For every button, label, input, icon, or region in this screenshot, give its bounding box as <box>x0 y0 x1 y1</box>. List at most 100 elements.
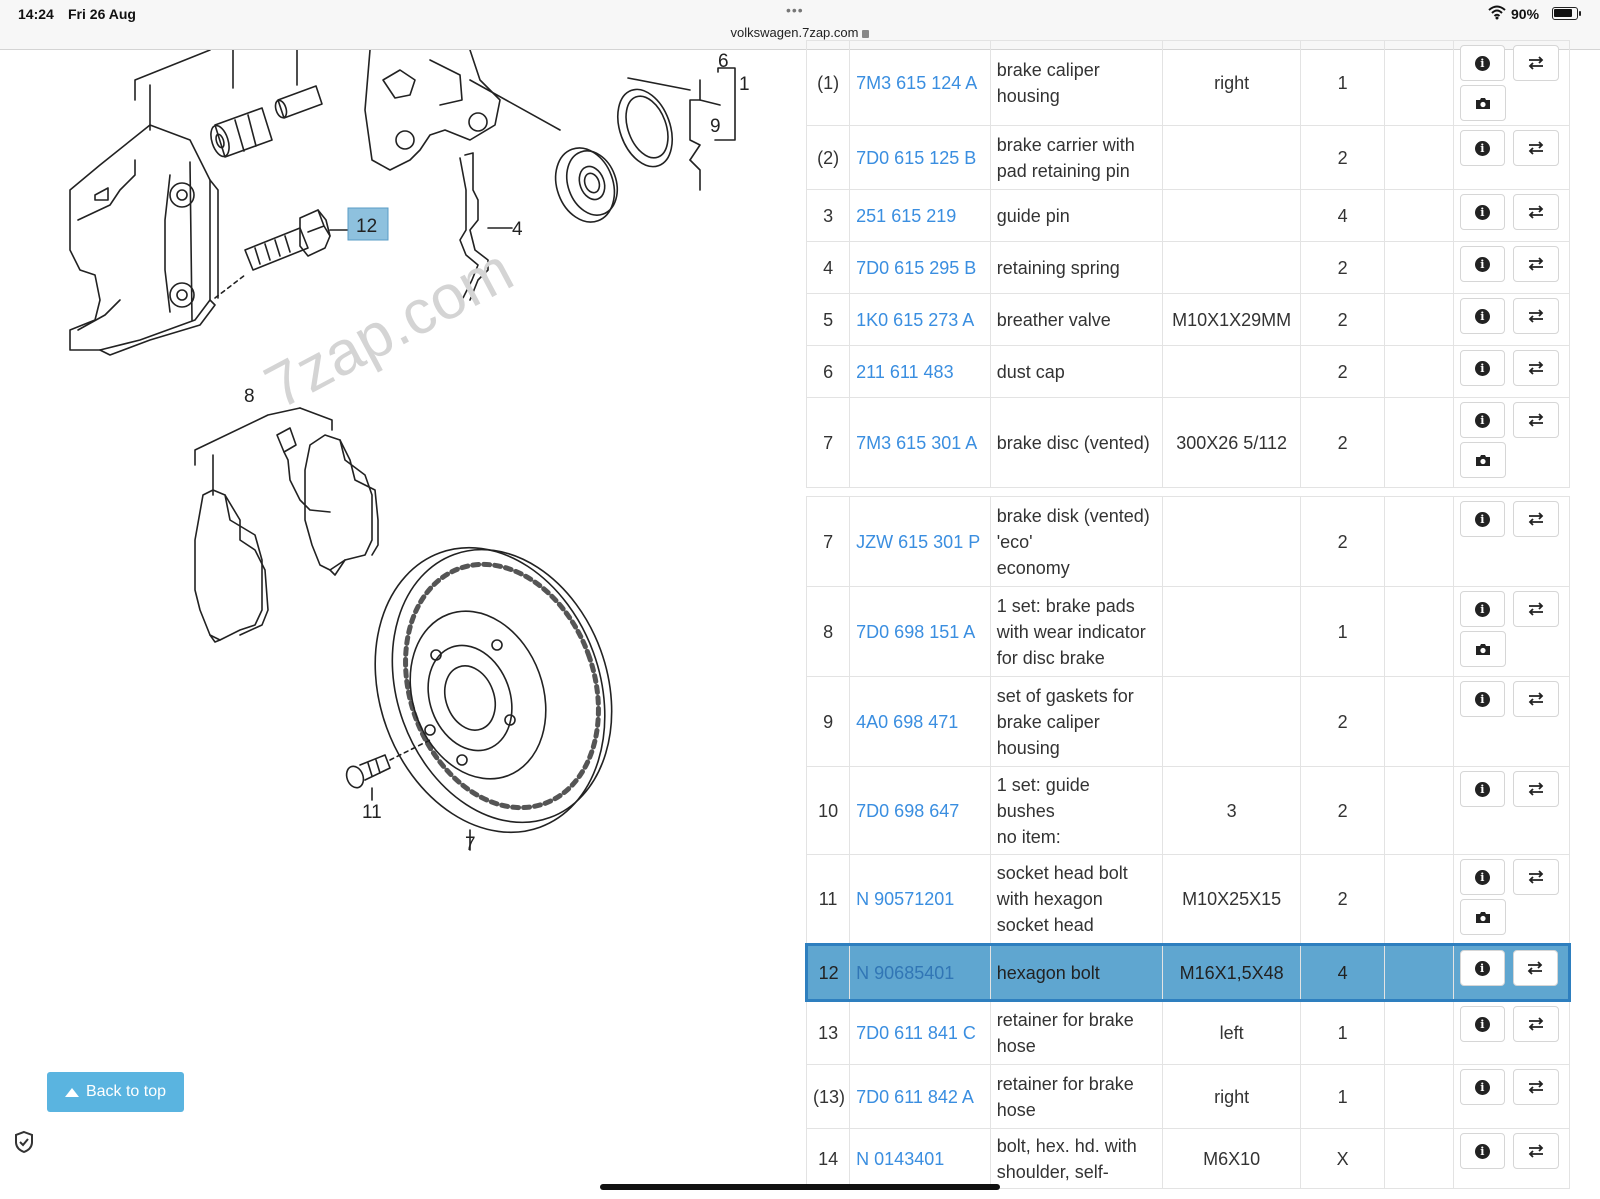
replace-button[interactable] <box>1513 246 1559 282</box>
part-number-link[interactable]: 7M3 615 124 A <box>849 40 991 126</box>
callout-7[interactable]: 7 <box>465 834 476 855</box>
replace-button[interactable] <box>1513 45 1559 81</box>
info-button[interactable]: i <box>1459 1069 1506 1105</box>
home-indicator[interactable] <box>600 1184 1000 1190</box>
hexagon-bolt-part[interactable] <box>214 209 349 299</box>
part-number-link[interactable]: 1K0 615 273 A <box>849 293 991 346</box>
replace-button[interactable] <box>1513 298 1559 334</box>
brake-pads-part[interactable] <box>194 407 379 643</box>
socket-head-bolt-part[interactable] <box>344 739 431 801</box>
callout-11[interactable]: 11 <box>362 802 382 823</box>
replace-button[interactable] <box>1513 194 1559 230</box>
info-button[interactable]: i <box>1459 681 1506 717</box>
callout-4[interactable]: 4 <box>512 219 523 240</box>
part-number-link[interactable]: 7D0 615 295 B <box>849 241 991 294</box>
replace-button[interactable] <box>1513 771 1559 807</box>
part-actions: i <box>1452 125 1570 190</box>
info-button[interactable]: i <box>1459 950 1505 986</box>
photo-button[interactable] <box>1459 631 1506 667</box>
replace-button[interactable] <box>1513 1133 1559 1169</box>
info-button[interactable]: i <box>1459 501 1506 537</box>
info-button[interactable]: i <box>1459 194 1506 230</box>
replace-button[interactable] <box>1513 1006 1559 1042</box>
info-button[interactable]: i <box>1459 591 1506 627</box>
info-button[interactable]: i <box>1459 130 1506 166</box>
replace-button[interactable] <box>1513 859 1559 895</box>
part-extra <box>1384 854 1454 945</box>
part-number-link[interactable]: N 90685401 <box>849 943 991 1002</box>
info-button[interactable]: i <box>1459 350 1506 386</box>
part-number-link[interactable]: 7D0 615 125 B <box>849 125 991 190</box>
separator-cell <box>849 487 991 497</box>
part-number-link[interactable]: 4A0 698 471 <box>849 676 991 767</box>
replace-button[interactable] <box>1513 501 1559 537</box>
guide-pin-part[interactable] <box>273 50 323 119</box>
swap-arrows-icon <box>1528 961 1543 975</box>
part-number-link[interactable]: JZW 615 301 P <box>849 496 991 587</box>
info-button[interactable]: i <box>1459 1133 1506 1169</box>
replace-button[interactable] <box>1513 681 1559 717</box>
part-number-link[interactable]: N 90571201 <box>849 854 991 945</box>
info-button[interactable]: i <box>1459 246 1506 282</box>
replace-button[interactable] <box>1513 591 1559 627</box>
brake-carrier-part[interactable] <box>69 50 219 356</box>
info-icon: i <box>1474 781 1490 797</box>
brake-disc-part[interactable] <box>337 515 649 865</box>
part-number-link[interactable]: 211 611 483 <box>849 345 991 398</box>
part-number-link[interactable]: 7D0 611 842 A <box>849 1064 991 1129</box>
part-number-link[interactable]: 7M3 615 301 A <box>849 397 991 488</box>
replace-button[interactable] <box>1513 350 1559 386</box>
tab-options-icon[interactable]: ••• <box>786 2 804 18</box>
callout-9[interactable]: 9 <box>710 116 721 137</box>
guide-bush-part[interactable] <box>207 50 273 159</box>
address-bar[interactable]: volkswagen.7zap.com <box>0 25 1600 40</box>
callout-8[interactable]: 8 <box>244 386 255 407</box>
replace-button[interactable] <box>1513 402 1559 438</box>
back-to-top-button[interactable]: Back to top <box>47 1072 184 1112</box>
part-number-link[interactable]: N 0143401 <box>849 1128 991 1189</box>
wheel-hub-carrier-part[interactable] <box>364 50 561 171</box>
shield-check-icon[interactable] <box>13 1130 35 1154</box>
callout-6[interactable]: 6 <box>718 51 729 72</box>
replace-button[interactable] <box>1512 950 1558 986</box>
replace-button[interactable] <box>1513 1069 1559 1105</box>
wheel-bearing-part[interactable] <box>546 140 626 231</box>
part-number-link[interactable]: 7D0 611 841 C <box>849 1000 991 1065</box>
part-note <box>1162 241 1301 294</box>
photo-button[interactable] <box>1459 442 1506 478</box>
info-button[interactable]: i <box>1459 771 1506 807</box>
photo-button[interactable] <box>1459 899 1506 935</box>
gasket-part[interactable] <box>608 82 682 174</box>
callout-12[interactable]: 12 <box>356 216 377 237</box>
part-description-line: pad retaining pin <box>996 160 1130 181</box>
photo-button[interactable] <box>1459 85 1506 121</box>
replace-button[interactable] <box>1513 130 1559 166</box>
part-number-link[interactable]: 7D0 698 151 A <box>849 586 991 677</box>
callout-1[interactable]: 1 <box>739 74 750 95</box>
info-button[interactable]: i <box>1459 45 1506 81</box>
part-number-link[interactable]: 251 615 219 <box>849 189 991 242</box>
part-actions: i <box>1452 40 1570 126</box>
info-button[interactable]: i <box>1459 859 1506 895</box>
info-button[interactable]: i <box>1459 1006 1506 1042</box>
info-button[interactable]: i <box>1459 402 1506 438</box>
info-button[interactable]: i <box>1459 298 1506 334</box>
part-number-link[interactable]: 7D0 698 647 <box>849 766 991 855</box>
retaining-spring-part[interactable] <box>459 152 513 301</box>
